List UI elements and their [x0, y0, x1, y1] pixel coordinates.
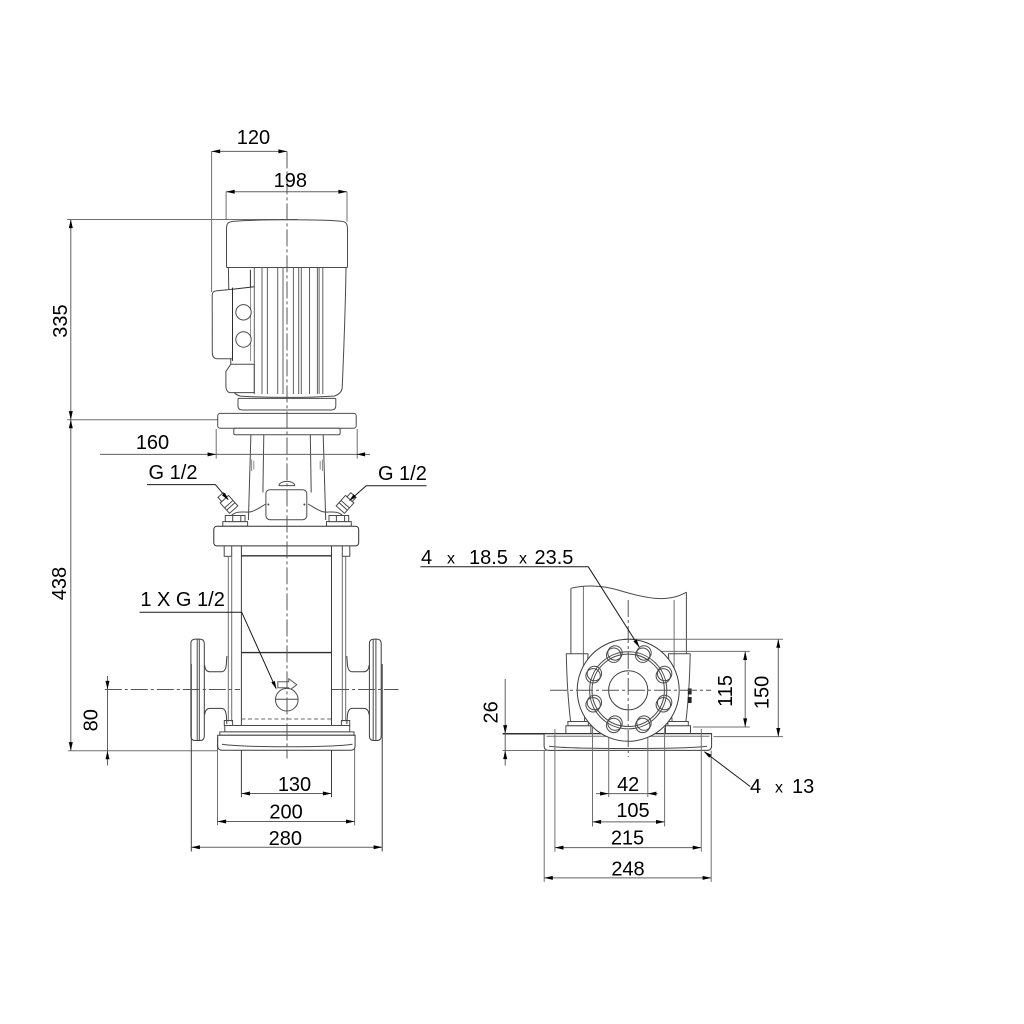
svg-text:198: 198: [274, 170, 307, 192]
svg-text:4: 4: [750, 776, 761, 798]
svg-text:115: 115: [715, 675, 737, 707]
svg-text:150: 150: [752, 676, 774, 709]
svg-text:200: 200: [269, 802, 302, 824]
svg-text:4: 4: [421, 547, 432, 569]
svg-text:105: 105: [616, 800, 649, 822]
svg-text:120: 120: [237, 127, 270, 149]
svg-text:335: 335: [50, 304, 72, 337]
svg-text:160: 160: [136, 432, 169, 454]
svg-text:215: 215: [611, 828, 644, 850]
svg-text:42: 42: [617, 774, 639, 796]
svg-text:x: x: [775, 780, 783, 797]
svg-text:G 1/2: G 1/2: [149, 462, 198, 484]
svg-text:G 1/2: G 1/2: [378, 463, 427, 485]
svg-text:23.5: 23.5: [535, 547, 574, 569]
svg-text:438: 438: [49, 567, 71, 600]
svg-text:1 X G 1/2: 1 X G 1/2: [140, 589, 225, 611]
svg-text:130: 130: [278, 774, 311, 796]
svg-text:248: 248: [611, 859, 644, 881]
svg-text:80: 80: [81, 709, 103, 731]
svg-text:x: x: [447, 551, 455, 568]
svg-text:13: 13: [792, 776, 814, 798]
svg-text:18.5: 18.5: [469, 547, 508, 569]
svg-text:26: 26: [481, 701, 503, 723]
svg-text:280: 280: [269, 828, 302, 850]
svg-text:x: x: [519, 551, 527, 568]
